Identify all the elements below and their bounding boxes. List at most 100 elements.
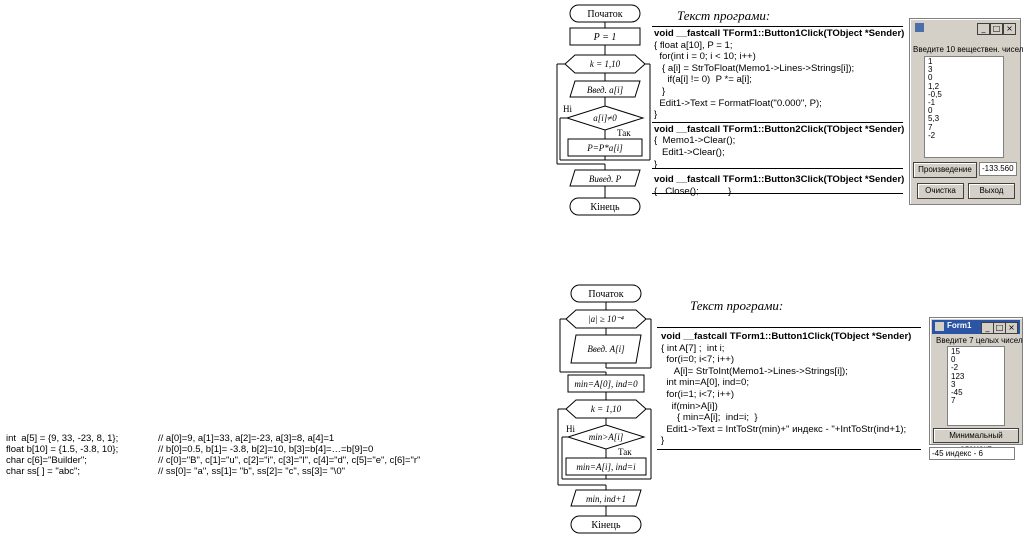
code-line: { a[i] = StrToFloat(Memo1->Lines->String…: [654, 62, 855, 74]
memo-line: 5,3: [928, 114, 940, 124]
result-field-2[interactable]: -45 индекс - 6: [929, 447, 1015, 460]
code-line: void __fastcall TForm1::Button1Click(TOb…: [654, 28, 905, 39]
fc2-cond: min>A[i]: [589, 432, 624, 442]
declaration-line: char ss[ ] = "abc"; // ss[0]= "a", ss[1]=…: [6, 466, 345, 477]
declaration-line: int a[5] = {9, 33, -23, 8, 1}; // a[0]=9,…: [6, 433, 334, 444]
code-line: for(i=1; i<7; i++): [661, 388, 735, 400]
code-line: }: [654, 158, 658, 170]
memo-line: 1: [928, 57, 933, 66]
maximize-icon[interactable]: □: [990, 23, 1003, 35]
fc1-no: Ні: [563, 104, 572, 114]
memo-line: 1,2: [928, 81, 940, 91]
fc1-output: Вивед. P: [589, 174, 622, 184]
close-icon[interactable]: ×: [1005, 322, 1018, 334]
code-line: Edit1->Text = IntToStr(min)+" индекс - "…: [661, 423, 907, 435]
fc2-assign: min=A[i], ind=i: [576, 462, 636, 472]
prompt-label-2: Введите 7 целых чисел: [936, 336, 1023, 345]
code-line: void __fastcall TForm1::Button3Click(TOb…: [654, 174, 905, 186]
fc1-cond: a[i]≠0: [593, 113, 617, 123]
code-listing-1: void __fastcall TForm1::Button1Click(TOb…: [654, 28, 904, 197]
memo-line: 7: [928, 122, 933, 132]
code-listing-2: void __fastcall TForm1::Button1Click(TOb…: [661, 331, 911, 447]
memo-line: 0: [951, 355, 956, 365]
code-line: void __fastcall TForm1::Button2Click(TOb…: [654, 123, 905, 135]
fc2-start: Початок: [588, 289, 623, 300]
minimize-icon[interactable]: _: [977, 23, 990, 35]
result-field-1[interactable]: -133.560: [979, 162, 1017, 176]
fc1-assign: P=P*a[i]: [586, 143, 623, 153]
code-line: }: [654, 109, 658, 121]
code-line: }: [661, 435, 665, 447]
code-line: { min=A[i]; ind=i; }: [661, 412, 758, 424]
fc1-end: Кінець: [590, 202, 620, 213]
title-bar-2: Form1 _ □ ×: [932, 320, 1020, 334]
fc2-yes: Так: [618, 447, 632, 457]
fc2-init: min=A[0], ind=0: [574, 379, 638, 389]
memo-line: 3: [928, 65, 933, 75]
code-line: if(min>A[i]): [661, 400, 718, 412]
code-line: A[i]= StrToInt(Memo1->Lines->Strings[i])…: [661, 365, 848, 377]
prompt-label-1: Введите 10 веществен. чисел: [913, 45, 1024, 54]
array-declarations: int a[5] = {9, 33, -23, 8, 1}; // a[0]=9,…: [6, 433, 420, 477]
fc1-loop: k = 1,10: [590, 59, 621, 69]
fc1-init: P = 1: [593, 32, 617, 43]
code-line: if(a[i] != 0) P *= a[i];: [654, 74, 752, 86]
memo-line: 3: [951, 379, 956, 389]
code-line: void __fastcall TForm1::Button1Click(TOb…: [661, 331, 912, 342]
memo-line: -0,5: [928, 89, 942, 99]
code-line: Edit1->Clear();: [654, 146, 725, 158]
fc2-loop2: k = 1,10: [591, 404, 622, 414]
window-caption-2: Form1: [947, 321, 972, 330]
min-element-button[interactable]: Минимальный элемент: [933, 428, 1019, 453]
declaration-comment: // ss[0]= "a", ss[1]= "b", ss[2]= "c", s…: [158, 466, 345, 477]
fc1-input: Введ. a[i]: [587, 85, 624, 95]
code-line: { float a[10], P = 1;: [654, 39, 733, 51]
memo-line: -1: [928, 98, 936, 108]
app-icon: [915, 23, 924, 32]
fc2-end: Кінець: [591, 520, 621, 531]
fc2-no: Ні: [566, 424, 575, 434]
flowchart-1: Початок P = 1 k = 1,10 Введ. a[i] a[i]≠0…: [556, 4, 651, 216]
code-header-2: Текст програми:: [690, 298, 784, 313]
title-bar-1: _ □ ×: [912, 21, 1018, 35]
declaration-line: char c[6]="Builder"; // c[0]="B", c[1]="u…: [6, 455, 420, 466]
declaration-code: float b[10] = {1.5, -3.8, 10};: [6, 444, 119, 455]
declaration-comment: // b[0]=0.5, b[1]= -3.8, b[2]=10, b[3]=b…: [158, 444, 374, 455]
fc1-yes: Так: [617, 128, 631, 138]
code-line: { int A[7] ; int i;: [661, 342, 725, 354]
declaration-code: int a[5] = {9, 33, -23, 8, 1};: [6, 433, 119, 444]
app-icon: [935, 322, 944, 331]
flowchart-2: Початок |a| ≥ 10⁻⁴ Введ. A[i] min=A[0], …: [557, 284, 652, 534]
memo-line: 15: [951, 347, 960, 356]
clear-button[interactable]: Очистка: [917, 183, 964, 199]
code-line: }: [654, 85, 666, 97]
product-button[interactable]: Произведение: [913, 162, 977, 178]
close-icon[interactable]: ×: [1003, 23, 1016, 35]
fc1-start: Початок: [587, 9, 622, 20]
memo-line: -45: [951, 388, 963, 398]
code-line: { Close(); }: [654, 185, 732, 197]
fc2-input: Введ. A[i]: [587, 344, 625, 354]
memo-line: 0: [928, 106, 933, 116]
declaration-code: char ss[ ] = "abc";: [6, 466, 81, 477]
code-line: { Memo1->Clear();: [654, 135, 736, 147]
code-header-1: Текст програми:: [677, 8, 771, 23]
declaration-line: float b[10] = {1.5, -3.8, 10}; // b[0]=0.…: [6, 444, 373, 455]
memo-line: -2: [951, 363, 959, 373]
code-line: for(i=0; i<7; i++): [661, 354, 735, 366]
declaration-comment: // c[0]="B", c[1]="u", c[2]="i", c[3]="l…: [158, 455, 421, 466]
memo-line: 0: [928, 73, 933, 83]
memo-line: 123: [951, 371, 965, 381]
fc2-loop1: |a| ≥ 10⁻⁴: [588, 314, 624, 324]
memo-line: -2: [928, 130, 936, 140]
code-line: int min=A[0], ind=0;: [661, 377, 749, 389]
declaration-comment: // a[0]=9, a[1]=33, a[2]=-23, a[3]=8, a[…: [158, 433, 335, 444]
exit-button[interactable]: Выход: [968, 183, 1015, 199]
fc2-output: min, ind+1: [586, 494, 626, 504]
memo-line: 7: [951, 396, 956, 406]
declaration-code: char c[6]="Builder";: [6, 455, 87, 466]
